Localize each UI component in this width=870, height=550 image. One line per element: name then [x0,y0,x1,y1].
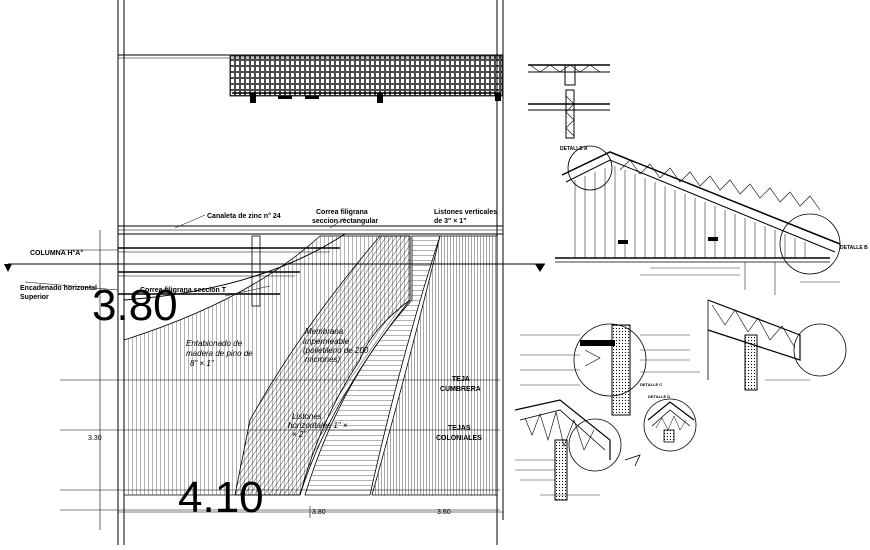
tile-roof-strip [229,55,503,97]
detalle-d-label: DETALLE D [648,394,670,399]
label-correa-1: Correa filigrana [316,209,368,216]
dimension-width-big: 4.10 [178,473,264,522]
label-listones-horiz-2: horizontales 1" × [288,421,348,430]
main-callouts: Canaleta de zinc n° 24 Correa filigrana … [20,209,497,442]
label-listones-horiz-3: × 2" [292,430,307,439]
label-teja-cumbrera-1: TEJA [452,376,470,383]
label-encadenado-1: Encadenado horizontal [20,285,97,292]
label-correa-t: Correa filigrana seccion T [140,287,227,294]
label-listones-horiz-1: Listones [292,412,322,421]
label-membrana-1: Membrana [305,327,344,336]
label-correa-2: seccion rectangular [312,218,378,225]
label-listones-vert-2: de 3" × 1" [434,218,467,225]
label-canaleta: Canaleta de zinc n° 24 [207,212,281,220]
dimension-height-big: 3.80 [92,281,178,330]
detail-lower-left-truss [514,399,641,501]
label-membrana-4: micrones) [305,355,340,364]
detalle-c-label: DETALLE C [640,382,662,387]
dimension-left-small: 3.30 [88,435,102,442]
dimensions: 3.80 4.10 3.30 3.80 3.60 [88,281,451,522]
label-listones-vert-1: Listones verticales [434,209,497,216]
detail-ridge-small: DETALLE D [643,394,697,452]
label-tejas-coloniales-2: COLONIALES [436,435,482,442]
detail-d-truss [707,299,847,391]
dimension-bottom-right: 3.60 [437,509,451,516]
main-roof-section [4,214,545,545]
label-membrana-3: (polietileno de 200 [303,346,369,355]
detail-a-elevation: DETALLE A DETALLE B [555,145,868,295]
detalle-b-label: DETALLE B [840,245,868,251]
label-entablonado-3: 8" × 1" [190,359,215,368]
label-membrana-2: impermeable [303,337,350,346]
detail-c-column: DETALLE C [520,323,700,416]
detail-top-truss [528,64,610,139]
top-elevation [117,0,504,220]
detalle-a-label: DETALLE A [560,146,588,152]
label-columna: COLUMNA H°A° [30,249,83,257]
label-entablonado-2: madera de pino de [186,349,253,358]
label-entablonado-1: Entablonado de [186,339,243,348]
label-tejas-coloniales-1: TEJAS [448,425,471,432]
label-encadenado-2: Superior [20,294,49,301]
dimension-bottom-left: 3.80 [312,509,326,516]
label-teja-cumbrera-2: CUMBRERA [440,386,481,393]
